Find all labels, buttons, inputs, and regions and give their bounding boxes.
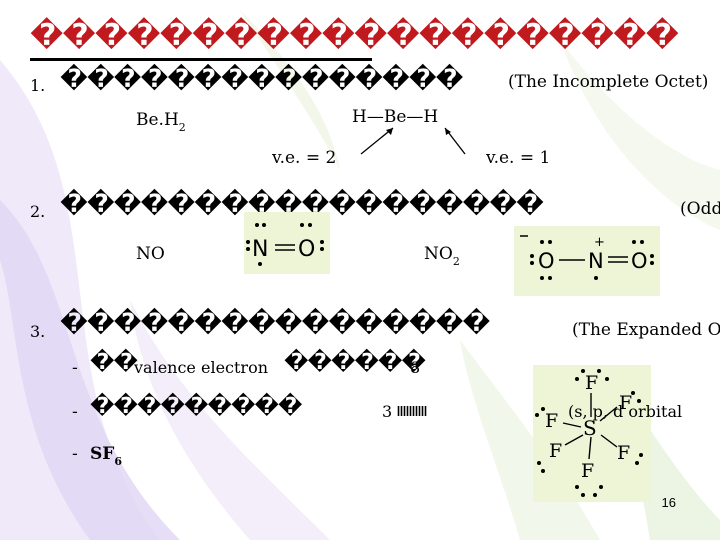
svg-text:F: F bbox=[549, 440, 562, 462]
item-1-heading: ��������������� bbox=[60, 64, 463, 93]
title-underline bbox=[30, 58, 372, 61]
item-2-english: (Odd bbox=[680, 199, 720, 219]
bullet-2-boxes: ��������� bbox=[90, 394, 302, 419]
svg-text:S: S bbox=[583, 416, 597, 440]
bullet-2-text: (s, p, d orbital bbox=[568, 402, 683, 421]
item-1-english: (The Incomplete Octet) bbox=[508, 72, 709, 92]
svg-text:F: F bbox=[581, 460, 594, 482]
bullet-1-boxes-2: ������ bbox=[284, 350, 426, 375]
no2-formula: NO2 bbox=[424, 244, 460, 268]
no2-lewis-structure: + O N O bbox=[514, 226, 660, 296]
svg-text:N: N bbox=[588, 249, 604, 273]
svg-text:O: O bbox=[538, 249, 555, 273]
item-1-number: 1. bbox=[30, 76, 46, 95]
beh2-structure: H—Be—H bbox=[352, 107, 439, 127]
bullet-1-dash: - bbox=[72, 358, 78, 378]
item-3-heading: ���������������� bbox=[60, 308, 490, 337]
bullet-3-dash: - bbox=[72, 444, 78, 464]
annotation-arrows bbox=[360, 127, 466, 155]
svg-text:+: + bbox=[594, 235, 605, 250]
sf6-lewis-structure: F F F S F F F bbox=[533, 365, 651, 502]
bullet-1-boxes: �� bbox=[90, 350, 138, 375]
svg-text:N: N bbox=[252, 237, 268, 262]
sf6-formula: SF6 bbox=[90, 444, 123, 468]
no-lewis-structure: N O bbox=[244, 212, 330, 274]
item-3-english: (The Expanded O bbox=[572, 320, 720, 340]
no-formula: NO bbox=[136, 244, 165, 264]
ve-label-be: v.e. = 2 bbox=[272, 148, 337, 168]
bullet-2-filler: ıııııııııı bbox=[396, 400, 428, 421]
bullet-2-dash: - bbox=[72, 402, 78, 422]
svg-text:F: F bbox=[545, 410, 558, 432]
bullet-1-text: valence electron bbox=[134, 358, 269, 377]
item-2-number: 2. bbox=[30, 202, 46, 221]
svg-text:F: F bbox=[585, 372, 598, 394]
svg-text:O: O bbox=[631, 249, 648, 273]
bullet-1-number: 8 bbox=[410, 358, 421, 377]
page-number: 16 bbox=[661, 495, 676, 510]
svg-text:F: F bbox=[619, 392, 632, 414]
ve-label-h: v.e. = 1 bbox=[486, 148, 551, 168]
item-3-number: 3. bbox=[30, 322, 46, 341]
bullet-2-number: 3 bbox=[382, 402, 393, 421]
beh2-formula: Be.H2 bbox=[136, 110, 186, 134]
svg-text:O: O bbox=[298, 237, 315, 262]
svg-text:F: F bbox=[617, 442, 630, 464]
slide-title: �������������������� bbox=[30, 18, 679, 53]
